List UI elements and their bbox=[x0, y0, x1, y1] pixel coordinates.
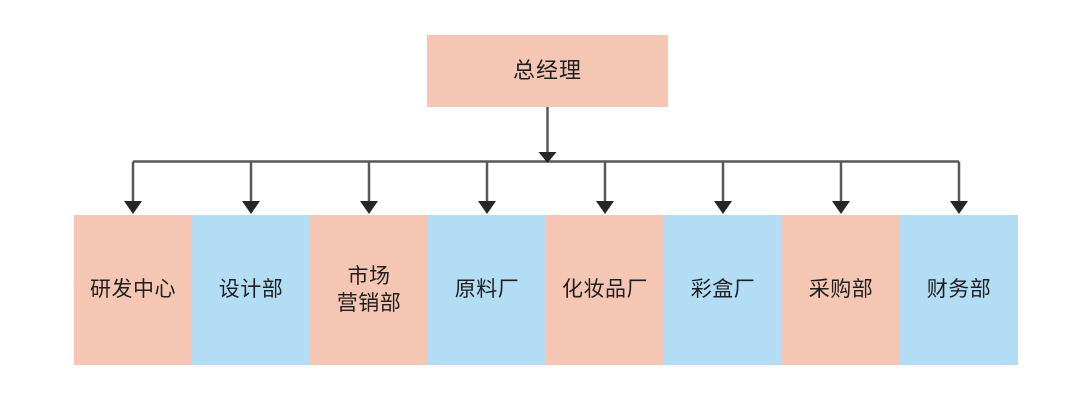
arrowhead-5-icon bbox=[596, 201, 614, 214]
arrowhead-4-icon bbox=[478, 201, 496, 214]
node-purchasing-dept-label: 采购部 bbox=[808, 278, 874, 302]
arrowhead-1-icon bbox=[124, 201, 142, 214]
node-finance-dept[interactable]: 财务部 bbox=[900, 215, 1018, 365]
arrowhead-6-icon bbox=[714, 201, 732, 214]
node-raw-material-factory[interactable]: 原料厂 bbox=[428, 215, 546, 365]
node-purchasing-dept[interactable]: 采购部 bbox=[782, 215, 900, 365]
department-row: 研发中心 设计部 市场 营销部 原料厂 化妆品厂 彩盒厂 bbox=[74, 215, 1018, 365]
arrowhead-8-icon bbox=[950, 201, 968, 214]
arrowhead-7-icon bbox=[832, 201, 850, 214]
arrowheads bbox=[124, 152, 968, 214]
node-raw-material-factory-label: 原料厂 bbox=[454, 278, 520, 302]
node-general-manager[interactable]: 总经理 bbox=[427, 35, 668, 107]
arrowhead-2-icon bbox=[242, 201, 260, 214]
node-design-dept[interactable]: 设计部 bbox=[192, 215, 310, 365]
node-general-manager-label: 总经理 bbox=[512, 57, 582, 83]
node-cosmetics-factory[interactable]: 化妆品厂 bbox=[546, 215, 664, 365]
node-rd-center-label: 研发中心 bbox=[90, 278, 176, 302]
node-marketing-dept[interactable]: 市场 营销部 bbox=[310, 215, 428, 365]
arrowhead-3-icon bbox=[360, 201, 378, 214]
node-rd-center[interactable]: 研发中心 bbox=[74, 215, 192, 365]
node-color-box-factory-label: 彩盒厂 bbox=[690, 278, 756, 302]
node-marketing-dept-label: 市场 营销部 bbox=[336, 264, 402, 315]
node-color-box-factory[interactable]: 彩盒厂 bbox=[664, 215, 782, 365]
node-finance-dept-label: 财务部 bbox=[926, 278, 992, 302]
node-design-dept-label: 设计部 bbox=[218, 278, 284, 302]
node-cosmetics-factory-label: 化妆品厂 bbox=[562, 278, 648, 302]
arrowhead-root-icon bbox=[538, 152, 557, 163]
